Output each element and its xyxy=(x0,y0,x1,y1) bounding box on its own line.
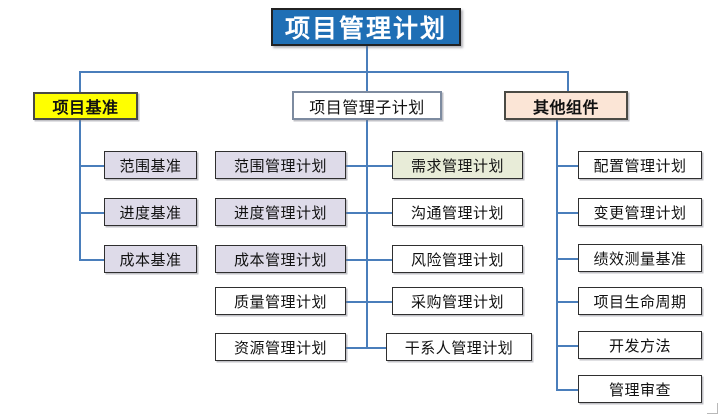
corner-artifact xyxy=(707,403,718,414)
connector-trunk-other xyxy=(556,119,558,391)
leaf-communications-management-plan[interactable]: 沟通管理计划 xyxy=(392,198,523,226)
connector-stub-other-6 xyxy=(556,389,579,391)
connector-stub-baseline-3 xyxy=(79,259,104,261)
connector-stub-other-5 xyxy=(556,345,579,347)
leaf-project-life-cycle[interactable]: 项目生命周期 xyxy=(578,287,702,315)
connector-stub-sub-right-3 xyxy=(366,259,392,261)
leaf-scope-management-plan[interactable]: 范围管理计划 xyxy=(215,151,346,179)
connector-trunk-baseline xyxy=(79,119,81,260)
connector-stub-other-1 xyxy=(556,165,579,167)
connector-stub-sub-right-5 xyxy=(366,347,392,349)
connector-stub-other-3 xyxy=(556,258,579,260)
leaf-performance-measurement-baseline[interactable]: 绩效测量基准 xyxy=(578,244,702,272)
connector-stub-sub-right-4 xyxy=(366,301,392,303)
connector-stub-other-2 xyxy=(556,212,579,214)
leaf-procurement-management-plan[interactable]: 采购管理计划 xyxy=(392,287,523,315)
leaf-configuration-management-plan[interactable]: 配置管理计划 xyxy=(578,151,702,179)
leaf-cost-baseline[interactable]: 成本基准 xyxy=(104,245,197,273)
connector-stub-sub-right-1 xyxy=(366,165,392,167)
leaf-stakeholder-management-plan[interactable]: 干系人管理计划 xyxy=(386,333,532,361)
leaf-quality-management-plan[interactable]: 质量管理计划 xyxy=(215,287,346,315)
connector-trunk-subplans xyxy=(366,119,368,348)
connector-stub-sub-left-4 xyxy=(346,301,368,303)
branch-node-other-components[interactable]: 其他组件 xyxy=(504,91,628,120)
leaf-requirements-management-plan[interactable]: 需求管理计划 xyxy=(392,151,523,179)
connector-stub-baseline-1 xyxy=(79,165,104,167)
branch-node-baseline[interactable]: 项目基准 xyxy=(33,92,138,120)
leaf-schedule-baseline[interactable]: 进度基准 xyxy=(104,198,197,226)
connector-drop-subplans xyxy=(366,71,368,93)
connector-stub-other-4 xyxy=(556,301,579,303)
connector-stub-sub-right-2 xyxy=(366,212,392,214)
connector-stub-baseline-2 xyxy=(79,212,104,214)
root-node-project-management-plan[interactable]: 项目管理计划 xyxy=(271,8,461,46)
leaf-cost-management-plan[interactable]: 成本管理计划 xyxy=(215,245,346,273)
leaf-scope-baseline[interactable]: 范围基准 xyxy=(104,151,197,179)
leaf-management-review[interactable]: 管理审查 xyxy=(578,375,702,403)
connector-stub-sub-left-2 xyxy=(346,212,368,214)
connector-root-bus xyxy=(79,71,569,73)
connector-stub-sub-left-5 xyxy=(346,347,368,349)
leaf-development-approach[interactable]: 开发方法 xyxy=(578,331,702,359)
leaf-schedule-management-plan[interactable]: 进度管理计划 xyxy=(215,198,346,226)
branch-node-subplans[interactable]: 项目管理子计划 xyxy=(292,91,442,120)
leaf-resource-management-plan[interactable]: 资源管理计划 xyxy=(215,333,346,361)
leaf-risk-management-plan[interactable]: 风险管理计划 xyxy=(392,245,523,273)
connector-stub-sub-left-3 xyxy=(346,259,368,261)
connector-root-stem xyxy=(366,45,368,72)
connector-drop-other xyxy=(567,71,569,93)
connector-stub-sub-left-1 xyxy=(346,165,368,167)
leaf-change-management-plan[interactable]: 变更管理计划 xyxy=(578,198,702,226)
connector-drop-baseline xyxy=(79,71,81,93)
